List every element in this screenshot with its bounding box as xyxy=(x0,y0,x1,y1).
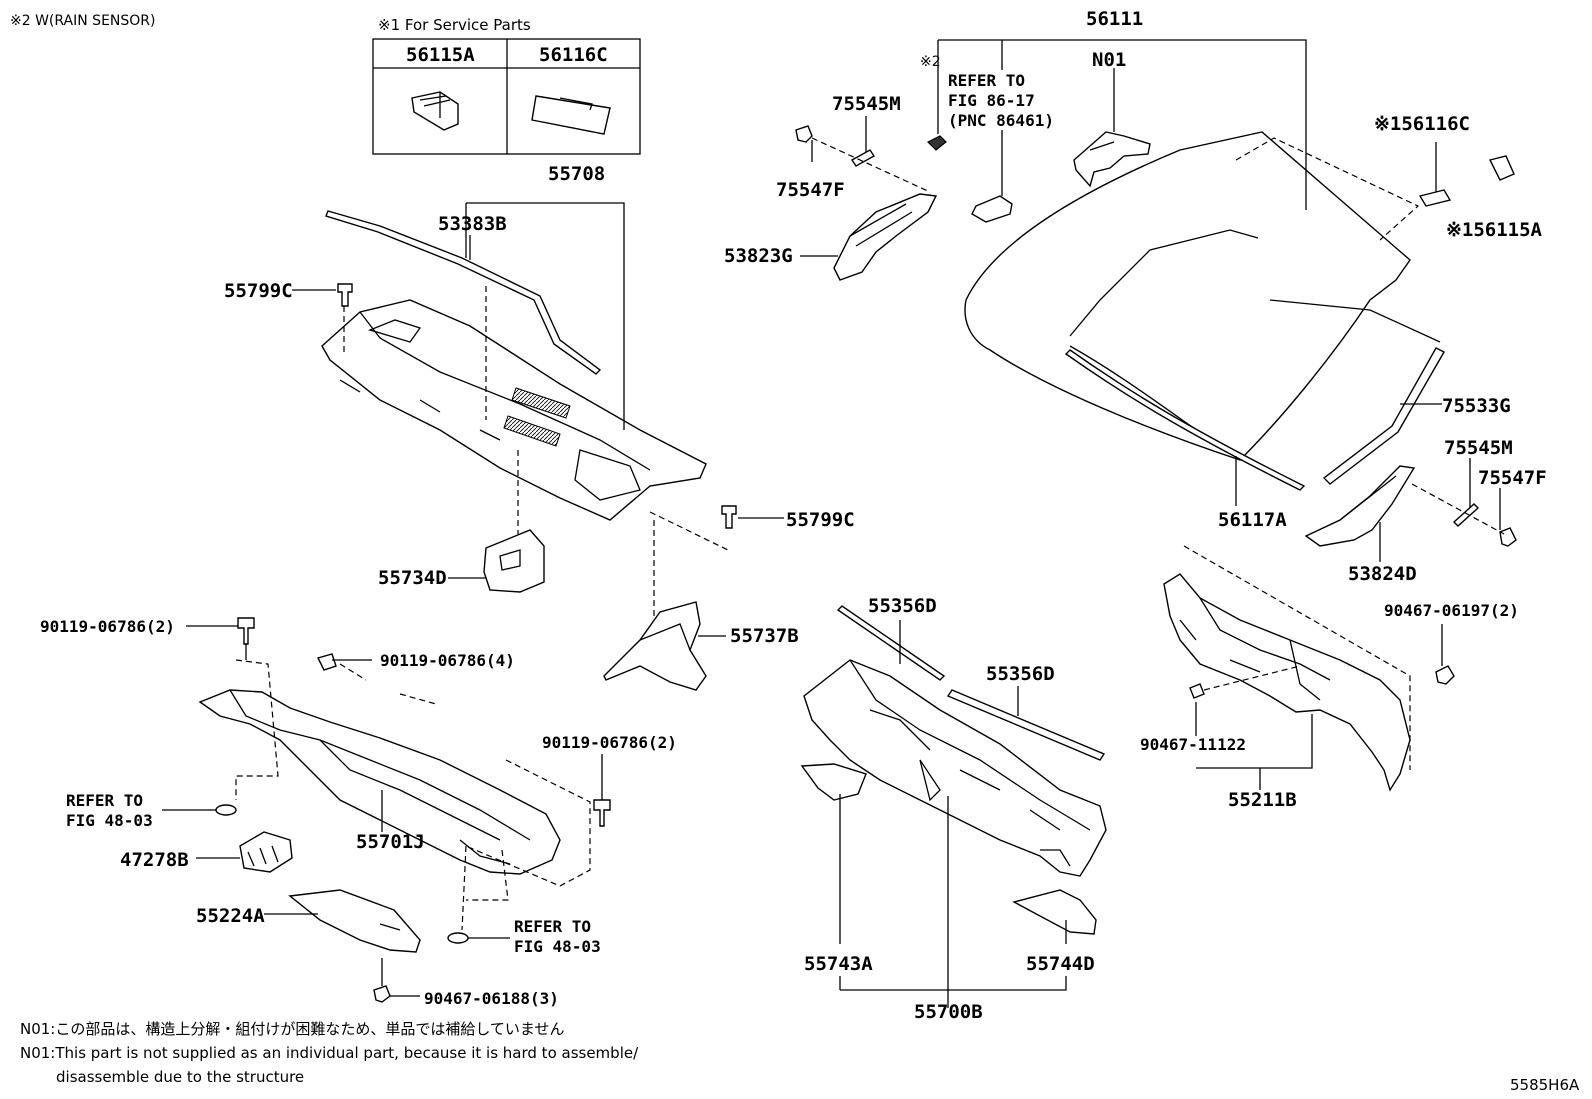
label-90467-06197: 90467-06197(2) xyxy=(1384,601,1519,620)
label-refer-48a-line1: REFER TO xyxy=(66,791,143,810)
label-55356D-b: 55356D xyxy=(986,663,1055,685)
cowl-panel-55700B xyxy=(803,659,1107,877)
label-refer-48b-line1: REFER TO xyxy=(514,917,591,936)
label-56111: 56111 xyxy=(1086,8,1143,30)
label-90467-11122: 90467-11122 xyxy=(1140,735,1246,754)
rain-sensor-bracket xyxy=(926,135,947,151)
service-part-56115A-image xyxy=(411,91,459,131)
refer-48-03-grommet-a xyxy=(215,804,237,816)
seal-55356D-a xyxy=(836,605,946,681)
clip-75547F-right xyxy=(1499,527,1517,547)
retainer-53824D xyxy=(1304,465,1416,547)
label-56116C-right: ※156116C xyxy=(1374,113,1470,135)
retainer-53823G xyxy=(833,193,938,281)
label-refer-86-line2: FIG 86-17 xyxy=(948,91,1035,110)
cover-55224A xyxy=(288,889,421,953)
service-col-56115A: 56115A xyxy=(406,44,475,66)
label-refer-48a-line2: FIG 48-03 xyxy=(66,811,153,830)
clip-90467-11122 xyxy=(1189,683,1205,699)
rain-sensor-cover xyxy=(971,195,1013,223)
strip-75545M-right xyxy=(1452,503,1480,527)
label-75547F-top: 75547F xyxy=(776,179,845,201)
label-55356D-a: 55356D xyxy=(868,595,937,617)
clip-90467-06197 xyxy=(1435,665,1455,685)
label-55743A: 55743A xyxy=(804,953,873,975)
label-75545M-top: 75545M xyxy=(832,93,901,115)
bolt-90119-06786-a xyxy=(237,617,255,645)
spacer-56116C-right xyxy=(1418,189,1452,207)
label-refer-48b-line2: FIG 48-03 xyxy=(514,937,601,956)
strip-75545M-top xyxy=(850,149,876,167)
service-part-56116C-image xyxy=(531,95,611,135)
bracket-55743A xyxy=(800,763,867,801)
seal-53383B xyxy=(325,210,602,375)
label-55700B: 55700B xyxy=(914,1001,983,1023)
label-56117A: 56117A xyxy=(1218,509,1287,531)
service-parts-title: ※1 For Service Parts xyxy=(378,16,531,34)
molding-75533G xyxy=(1322,347,1445,485)
label-75545M-right: 75545M xyxy=(1444,437,1513,459)
footer-note-english-2: disassemble due to the structure xyxy=(56,1068,304,1086)
bracket-55737B xyxy=(603,601,707,691)
footer-note-english-1: N01:This part is not supplied as an indi… xyxy=(20,1044,639,1062)
seal-55356D-b xyxy=(946,689,1106,761)
clip-55799C-bottom xyxy=(721,505,737,529)
bracket-55734D xyxy=(483,529,545,593)
label-90119-06786-a: 90119-06786(2) xyxy=(40,617,175,636)
diagram-code: 5585H6A xyxy=(1510,1076,1580,1094)
clip-55799C-top xyxy=(337,283,353,307)
cowl-louver-assembly-55708 xyxy=(321,210,707,521)
label-55708: 55708 xyxy=(548,163,605,185)
label-75533G: 75533G xyxy=(1442,395,1511,417)
label-mark-2: ※2 xyxy=(920,54,941,70)
pad-56115A-right xyxy=(1488,155,1515,181)
label-55744D: 55744D xyxy=(1026,953,1095,975)
label-56115A-right: ※156115A xyxy=(1446,219,1543,241)
label-75547F-right: 75547F xyxy=(1478,467,1547,489)
bolt-90119-06786-c xyxy=(593,799,611,827)
cowl-panel-55701J xyxy=(198,689,561,875)
refer-48-03-grommet-b xyxy=(447,932,469,944)
label-55211B: 55211B xyxy=(1228,789,1297,811)
label-90119-06786-c: 90119-06786(2) xyxy=(542,733,677,752)
label-53383B: 53383B xyxy=(438,213,507,235)
service-parts-box: ※1 For Service Parts 56115A 56116C xyxy=(372,16,641,155)
label-refer-86-line1: REFER TO xyxy=(948,71,1025,90)
bracket-55744D xyxy=(1012,889,1097,935)
label-55799C-top: 55799C xyxy=(224,280,293,302)
molding-56117A xyxy=(1064,349,1306,491)
label-53823G: 53823G xyxy=(724,245,793,267)
label-refer-86-line3: (PNC 86461) xyxy=(948,111,1054,130)
label-90467-06188: 90467-06188(3) xyxy=(424,989,559,1008)
service-col-56116C: 56116C xyxy=(539,44,608,66)
label-55799C-bottom: 55799C xyxy=(786,509,855,531)
rain-sensor-note: ※2 W(RAIN SENSOR) xyxy=(10,13,155,29)
label-55734D: 55734D xyxy=(378,567,447,589)
panel-55211B xyxy=(1163,573,1411,792)
label-90119-06786-b: 90119-06786(4) xyxy=(380,651,515,670)
part-47278B xyxy=(239,831,293,873)
label-47278B: 47278B xyxy=(120,849,189,871)
clip-75547F-top xyxy=(795,125,813,143)
windshield-glass-56111 xyxy=(964,131,1441,461)
label-N01: N01 xyxy=(1092,49,1126,71)
footer-note-japanese: N01:この部品は、構造上分解・組付けが困難なため、単品では補給していません xyxy=(20,1020,564,1038)
label-55224A: 55224A xyxy=(196,905,265,927)
bolt-90119-06786-b xyxy=(316,653,337,671)
clip-90467-06188 xyxy=(373,985,391,1003)
label-53824D: 53824D xyxy=(1348,563,1417,585)
bracket-N01 xyxy=(1073,131,1151,188)
label-55701J: 55701J xyxy=(356,831,425,853)
label-55737B: 55737B xyxy=(730,625,799,647)
